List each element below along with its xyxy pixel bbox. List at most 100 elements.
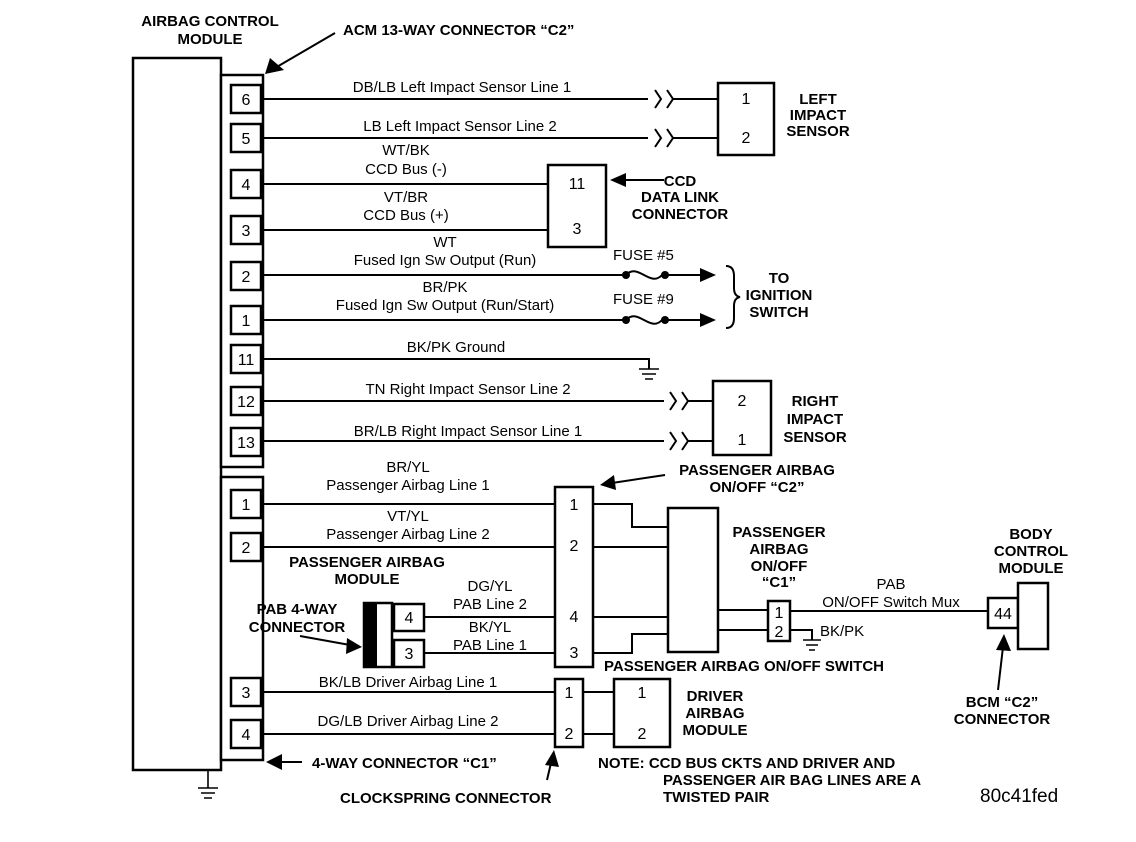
svg-text:4-WAY CONNECTOR “C1”: 4-WAY CONNECTOR “C1” [312, 755, 497, 772]
svg-text:PAB Line 2: PAB Line 2 [453, 596, 527, 613]
acm-c2-pin-2: 2 [229, 260, 263, 292]
svg-text:11: 11 [238, 352, 255, 369]
wire-pab-line-1: BK/YL PAB Line 1 [424, 619, 555, 654]
svg-text:IGNITION: IGNITION [746, 287, 813, 304]
svg-text:1: 1 [242, 313, 251, 330]
svg-text:1: 1 [638, 685, 647, 702]
svg-text:BK/LB Driver Airbag Line 1: BK/LB Driver Airbag Line 1 [319, 674, 497, 691]
svg-text:SENSOR: SENSOR [783, 429, 847, 446]
svg-text:IMPACT: IMPACT [790, 107, 846, 124]
svg-text:DG/YL: DG/YL [467, 578, 512, 595]
wire-ccd-bus-plus: VT/BR CCD Bus (+) [263, 189, 548, 231]
svg-text:BK/YL: BK/YL [469, 619, 512, 636]
wire-passenger-airbag-line-1: BR/YL Passenger Airbag Line 1 [263, 459, 555, 505]
svg-text:4: 4 [242, 177, 251, 194]
acm-c2-pin-11: 11 [229, 343, 263, 375]
pab-onoff-c1-connector: 1 2 [718, 599, 792, 643]
wire-right-impact-line-2: TN Right Impact Sensor Line 2 [263, 381, 713, 411]
svg-text:1: 1 [570, 497, 579, 514]
svg-text:Fused Ign Sw Output (Run): Fused Ign Sw Output (Run) [354, 252, 537, 269]
svg-text:Passenger Airbag Line 2: Passenger Airbag Line 2 [326, 526, 489, 543]
svg-text:ON/OFF: ON/OFF [751, 558, 808, 575]
clockspring-connector: 1 2 CLOCKSPRING CONNECTOR [340, 677, 585, 807]
wire-passenger-airbag-line-2: VT/YL Passenger Airbag Line 2 [263, 508, 555, 548]
svg-text:1: 1 [565, 685, 574, 702]
wire-pab-line-2: DG/YL PAB Line 2 [424, 578, 555, 618]
passenger-airbag-module-label: PASSENGER AIRBAG MODULE [289, 554, 445, 588]
svg-text:CCD Bus (-): CCD Bus (-) [365, 161, 447, 178]
svg-text:CCD Bus (+): CCD Bus (+) [363, 207, 448, 224]
svg-text:2: 2 [570, 538, 579, 555]
svg-text:CCD: CCD [664, 173, 697, 190]
driver-airbag-module: 1 2 DRIVER AIRBAG MODULE [583, 677, 748, 749]
svg-text:BR/YL: BR/YL [386, 459, 429, 476]
acm-c2-pin-13: 13 [229, 426, 263, 458]
acm-c2-pin-1: 1 [229, 304, 263, 336]
svg-text:AIRBAG: AIRBAG [749, 541, 808, 558]
svg-text:IMPACT: IMPACT [787, 411, 843, 428]
fuse-5-label: FUSE #5 [613, 247, 674, 264]
svg-text:2: 2 [638, 726, 647, 743]
svg-text:PASSENGER AIRBAG: PASSENGER AIRBAG [289, 554, 445, 571]
svg-text:MODULE: MODULE [335, 571, 400, 588]
svg-text:3: 3 [405, 646, 414, 663]
clockspring-connector-label: CLOCKSPRING CONNECTOR [340, 790, 552, 807]
svg-text:TN Right Impact Sensor Line 2: TN Right Impact Sensor Line 2 [365, 381, 570, 398]
svg-text:PAB: PAB [877, 576, 906, 593]
svg-text:DATA LINK: DATA LINK [641, 189, 719, 206]
svg-text:Fused Ign Sw Output (Run/Start: Fused Ign Sw Output (Run/Start) [336, 297, 554, 314]
svg-text:3: 3 [242, 223, 251, 240]
svg-text:1: 1 [242, 497, 251, 514]
wire-switch-ground: BK/PK [790, 623, 864, 651]
left-impact-sensor: 1 2 LEFT IMPACT SENSOR [716, 81, 850, 157]
pab-4way-connector: 4 3 PAB 4-WAY CONNECTOR [249, 601, 426, 669]
svg-text:LEFT: LEFT [799, 91, 837, 108]
svg-text:13: 13 [237, 435, 255, 452]
acm-c2-pin-5: 5 [229, 122, 263, 154]
svg-text:3: 3 [242, 685, 251, 702]
svg-text:PASSENGER AIR BAG LINES ARE A: PASSENGER AIR BAG LINES ARE A [663, 772, 921, 789]
svg-text:DG/LB Driver Airbag Line 2: DG/LB Driver Airbag Line 2 [318, 713, 499, 730]
acm-title-line2: MODULE [178, 31, 243, 48]
svg-text:VT/YL: VT/YL [387, 508, 429, 525]
svg-text:LB Left Impact Sensor Line 2: LB Left Impact Sensor Line 2 [363, 118, 556, 135]
svg-text:4: 4 [242, 727, 251, 744]
svg-text:RIGHT: RIGHT [792, 393, 839, 410]
svg-text:SWITCH: SWITCH [749, 304, 808, 321]
svg-text:“C1”: “C1” [762, 574, 796, 591]
acm-c1-pin-1: 1 [229, 488, 263, 520]
svg-text:4: 4 [570, 609, 579, 626]
svg-text:Passenger Airbag Line 1: Passenger Airbag Line 1 [326, 477, 489, 494]
svg-text:CONNECTOR: CONNECTOR [954, 711, 1051, 728]
svg-text:MODULE: MODULE [683, 722, 748, 739]
wire-fused-ign-run-start: BR/PK Fused Ign Sw Output (Run/Start) FU… [263, 279, 716, 327]
acm-title-line1: AIRBAG CONTROL [141, 13, 279, 30]
svg-text:2: 2 [738, 393, 747, 410]
acm-c2-pin-6: 6 [229, 83, 263, 115]
svg-text:11: 11 [569, 176, 586, 193]
svg-text:AIRBAG: AIRBAG [685, 705, 744, 722]
right-impact-sensor: 2 1 RIGHT IMPACT SENSOR [711, 379, 847, 457]
wire-pab-onoff-mux: PAB ON/OFF Switch Mux [790, 576, 988, 612]
wire-driver-airbag-line-2: DG/LB Driver Airbag Line 2 [263, 713, 555, 735]
acm-c2-connector-label: ACM 13-WAY CONNECTOR “C2” [343, 22, 574, 39]
airbag-control-module-body [131, 56, 223, 772]
svg-text:2: 2 [242, 540, 251, 557]
svg-text:2: 2 [565, 726, 574, 743]
note-text: NOTE: CCD BUS CKTS AND DRIVER AND PASSEN… [598, 755, 921, 806]
svg-text:44: 44 [994, 606, 1012, 623]
acm-c2-pointer-line [274, 32, 336, 69]
svg-text:12: 12 [237, 394, 255, 411]
svg-text:2: 2 [742, 130, 751, 147]
acm-c1-connector-housing [219, 475, 265, 762]
bcm-c2-connector-label: BCM “C2” CONNECTOR [954, 634, 1051, 728]
svg-text:CONTROL: CONTROL [994, 543, 1068, 560]
wire-left-impact-line-2: LB Left Impact Sensor Line 2 [263, 118, 718, 148]
svg-text:2: 2 [242, 269, 251, 286]
svg-text:ON/OFF Switch Mux: ON/OFF Switch Mux [822, 594, 960, 611]
svg-text:BK/PK: BK/PK [820, 623, 864, 640]
svg-text:1: 1 [775, 605, 784, 622]
acm-ground-symbol [198, 770, 218, 799]
